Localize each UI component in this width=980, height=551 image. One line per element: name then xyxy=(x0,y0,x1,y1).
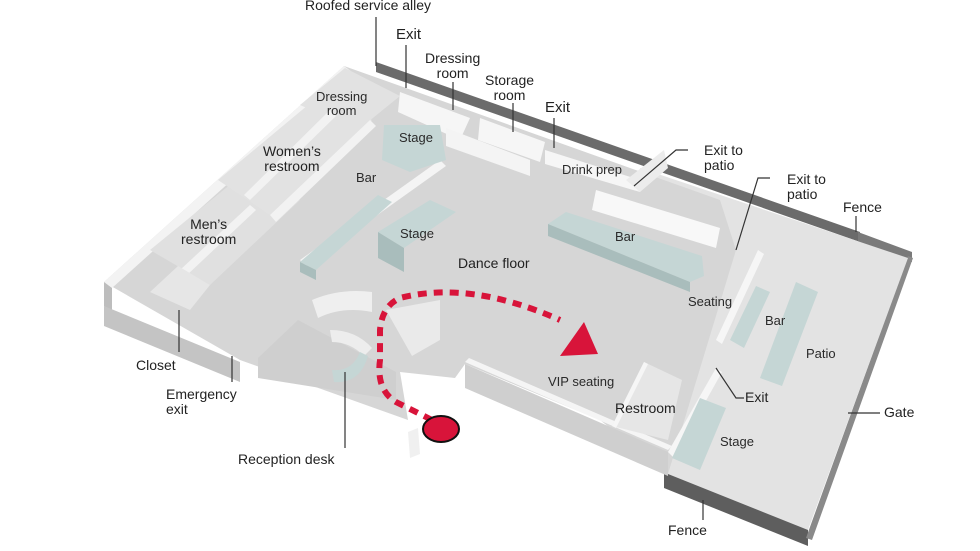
route-arrowhead-icon xyxy=(560,322,598,356)
label-roofed-service-alley: Roofed service alley xyxy=(305,0,432,13)
bar-back-counter xyxy=(592,190,720,248)
label-fence-bottom: Fence xyxy=(668,522,707,538)
label-stage-back: Stage xyxy=(399,130,433,145)
label-bar-left: Bar xyxy=(356,170,377,185)
reception-desk-fixture xyxy=(332,352,368,383)
label-emergency-exit: Emergency exit xyxy=(166,386,237,417)
bar-left-fixture xyxy=(300,195,392,270)
label-exit-patio: Exit xyxy=(745,389,769,405)
label-vip-seating: VIP seating xyxy=(548,374,615,389)
bar-left-fixture-b xyxy=(300,262,316,280)
label-exit-to-patio-1: Exit to patio xyxy=(704,142,743,173)
patio-divider-wall xyxy=(716,250,764,344)
outer-wall-left-side xyxy=(104,282,112,312)
closet-room xyxy=(150,266,210,310)
dressing-room-left xyxy=(300,68,400,130)
patio-stage-fixture xyxy=(672,398,726,470)
label-bar-patio: Bar xyxy=(765,313,786,328)
stage-center-fixture-side xyxy=(378,232,404,272)
exit-to-patio-door xyxy=(626,150,668,192)
label-mens-restroom: Men’s restroom xyxy=(181,216,237,247)
stage-back-wall xyxy=(446,128,530,176)
bar-right-fixture xyxy=(548,212,704,282)
label-storage-room: Storage room xyxy=(485,72,535,103)
label-patio: Patio xyxy=(806,346,836,361)
label-bar-center: Bar xyxy=(615,229,636,244)
reception-curve-wall-1 xyxy=(312,291,372,318)
storage-room xyxy=(478,118,545,162)
fence-right-side xyxy=(806,256,913,540)
stage-back-fixture xyxy=(382,125,446,172)
entrance-dot-icon xyxy=(422,415,460,443)
label-stage-center: Stage xyxy=(400,226,434,241)
label-gate: Gate xyxy=(884,404,915,420)
restroom-room xyxy=(612,362,682,440)
leader-exit-patio xyxy=(715,367,744,399)
fence-bottom-wall xyxy=(664,470,808,546)
patio-bar-fixture-b xyxy=(760,282,818,386)
label-fence-top: Fence xyxy=(843,199,882,215)
label-closet: Closet xyxy=(136,357,176,373)
entrance-post xyxy=(408,428,420,458)
label-restroom: Restroom xyxy=(615,400,676,416)
front-wall-vip xyxy=(465,364,668,476)
fence-right-wall xyxy=(858,232,912,262)
outer-wall-bottom xyxy=(104,306,240,382)
label-stage-patio: Stage xyxy=(720,434,754,449)
fence-top-wall xyxy=(376,62,860,242)
interior-wall-3 xyxy=(180,205,256,276)
dressing-room-top xyxy=(398,92,470,140)
label-dressing-room-left: Dressing room xyxy=(316,89,368,118)
route-path xyxy=(376,289,562,423)
leader-exit-patio-1 xyxy=(633,149,688,187)
label-dance-floor: Dance floor xyxy=(458,255,530,271)
reception-curve-wall-2 xyxy=(330,330,372,356)
label-drink-prep: Drink prep xyxy=(562,162,622,177)
label-dressing-room-top: Dressing room xyxy=(425,50,481,81)
restroom-wall xyxy=(612,362,648,428)
stage-center-fixture xyxy=(378,200,456,248)
leader-exit-patio-2 xyxy=(735,177,770,251)
label-womens-restroom: Women’s restroom xyxy=(263,143,321,174)
interior-wall-2 xyxy=(270,120,376,222)
label-reception-desk: Reception desk xyxy=(238,451,335,467)
inner-wall-reception xyxy=(386,300,440,356)
label-exit-top-right: Exit xyxy=(545,99,571,116)
label-exit-to-patio-2: Exit to patio xyxy=(787,171,826,202)
interior-wall-1 xyxy=(244,110,336,200)
bar-right-fixture-side xyxy=(548,224,690,292)
patio-bar-fixture-a xyxy=(730,286,770,348)
label-exit-top-left: Exit xyxy=(396,26,422,43)
label-seating: Seating xyxy=(688,294,733,309)
drink-prep-wall xyxy=(545,150,640,192)
front-wall-reception xyxy=(258,320,396,400)
